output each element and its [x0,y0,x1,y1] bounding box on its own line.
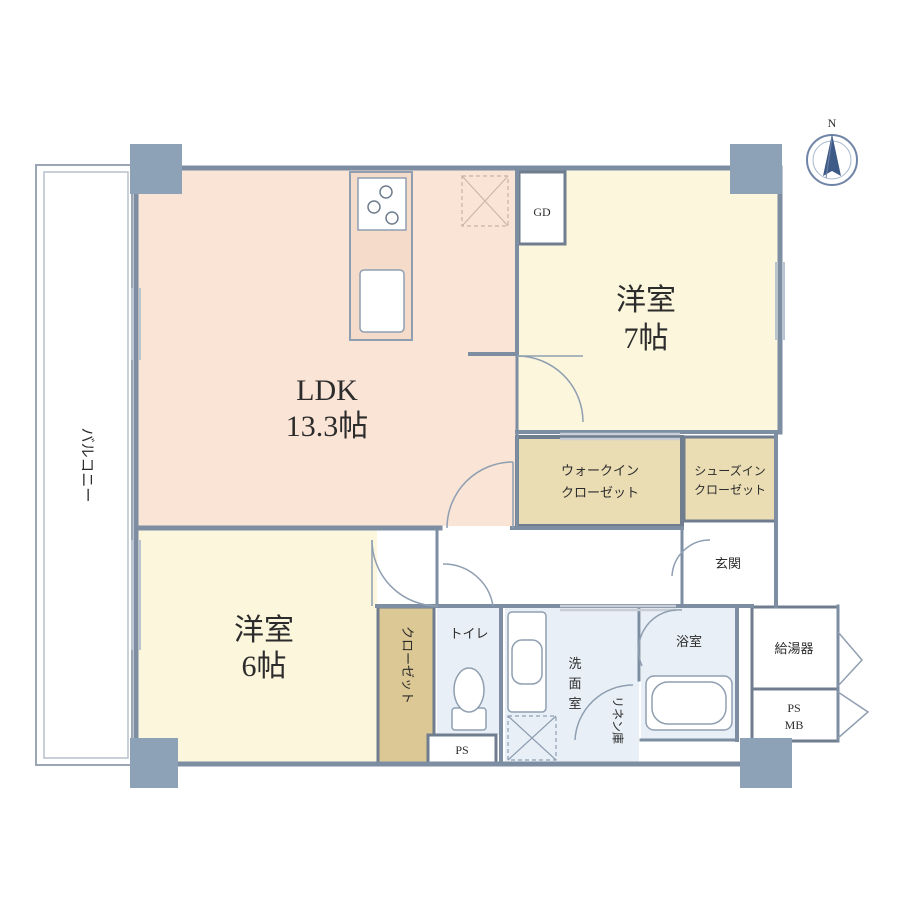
windows [131,262,785,650]
water-heater-label: 給湯器 [774,641,813,656]
compass-icon: N [806,116,858,186]
shoes-in-closet-label-2: クローゼット [694,483,766,497]
ldk-label: LDK [296,374,358,407]
shoes-in-closet-area [682,435,778,523]
west-room-north-label: 洋室 [616,284,676,317]
washroom-label-3: 室 [568,696,581,711]
ps-mb-area [750,687,840,743]
bathroom-label: 浴室 [676,634,702,649]
door-swings [371,355,711,741]
ps-mb-label-2: MB [785,718,804,732]
shoes-in-closet-label-1: シューズイン [694,463,765,478]
ldk-area [137,170,517,526]
hall-area [440,530,682,606]
sink-fixture [507,611,547,713]
west-room-north-size-label: 7帖 [624,322,669,355]
bathtub-fixture [645,675,733,731]
west-room-south-area [137,530,377,762]
balcony: バルコニー [35,164,133,766]
washroom-label-1: 洗 [568,656,581,671]
ps-mb-label-1: PS [787,701,800,715]
kitchen [349,171,509,341]
compass-north-label: N [828,116,837,130]
walk-in-closet-area [515,435,684,528]
west-room-south-size-label: 6帖 [242,650,287,683]
utility-doors [837,631,870,739]
toilet-label: トイレ [449,626,488,641]
sliding-doors [560,432,680,612]
closet-label: クローゼット [400,626,415,704]
gd-area [517,170,567,246]
west-room-south-label: 洋室 [234,614,294,647]
walk-in-closet-label-1: ウォークイン [561,463,639,478]
gd-label: GD [533,205,551,219]
entrance-label: 玄関 [715,556,741,571]
walk-in-closet-label-2: クローゼット [561,485,639,500]
ldk-size-label: 13.3帖 [286,410,369,443]
washer-fixture [507,715,557,761]
toilet-fixture [451,667,487,731]
ps-label: PS [455,743,468,757]
closet-area [376,605,436,767]
washroom-label-2: 面 [568,676,581,691]
pillars [130,144,792,788]
linen-closet-label: リネン庫 [610,696,624,744]
balcony-label: バルコニー [79,428,95,503]
